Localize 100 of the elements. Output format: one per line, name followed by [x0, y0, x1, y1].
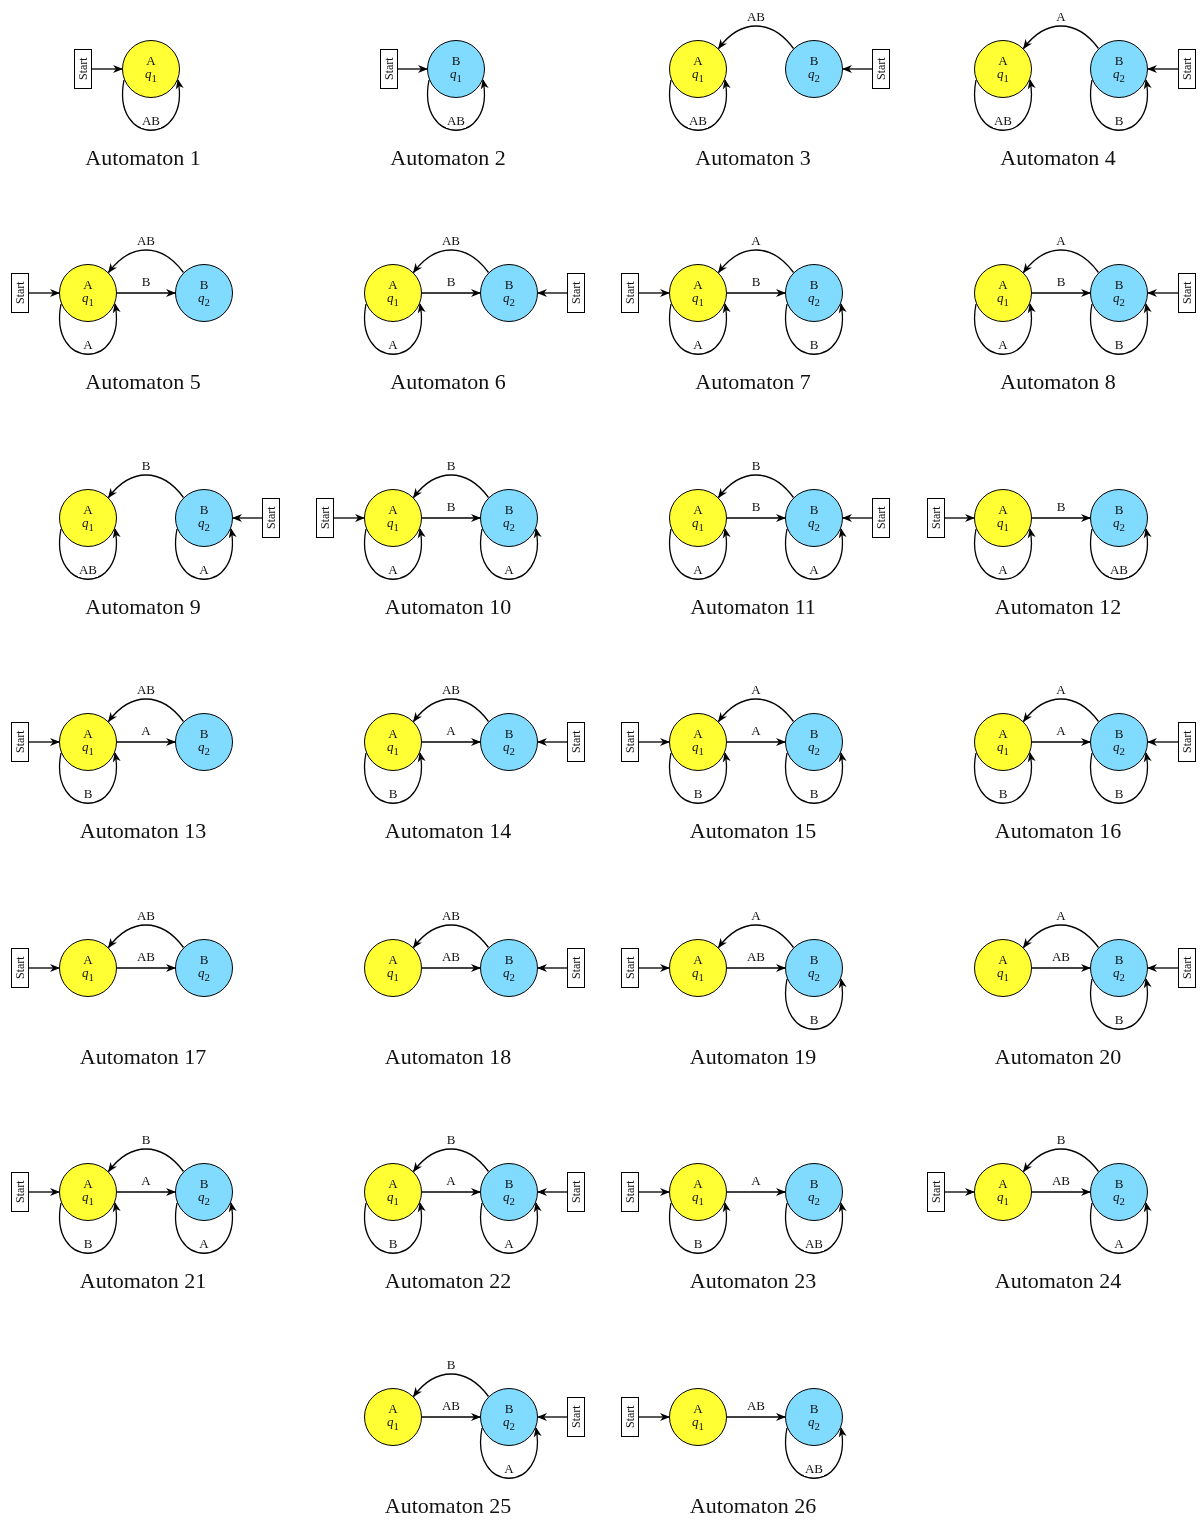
state-label: q$_{1}$ [387, 290, 399, 309]
automaton-caption: Automaton 23 [689, 1269, 817, 1293]
self-loop-arrow [784, 303, 846, 355]
state-circle [1090, 939, 1148, 997]
start-box: Start [567, 1397, 585, 1437]
state-name: A [693, 53, 703, 67]
edge-label: AB [687, 114, 709, 128]
curved-arrow [1022, 1148, 1100, 1173]
edge-label: A [997, 563, 1009, 577]
start-box: Start [11, 273, 29, 313]
state-label: q$_{2}$ [1113, 515, 1125, 534]
arrow [537, 964, 568, 972]
self-loop-arrow [1089, 303, 1151, 355]
self-loop-arrow [58, 303, 120, 355]
self-loop-arrow [973, 79, 1035, 131]
edge-label: A [503, 563, 515, 577]
automaton-caption: Automaton 6 [390, 370, 506, 394]
state-name: B [504, 277, 514, 291]
start-box: Start [872, 498, 890, 538]
edge-label: A [1113, 1237, 1125, 1251]
state-label: q$_{2}$ [808, 1414, 820, 1433]
state-name: B [809, 53, 819, 67]
state-name: A [388, 952, 398, 966]
state-name: B [1114, 1176, 1124, 1190]
self-loop-arrow [1089, 978, 1151, 1030]
edge-label: A [387, 563, 399, 577]
state-label: q$_{1}$ [692, 66, 704, 85]
state-label: q$_{1}$ [692, 1189, 704, 1208]
arrow [1147, 65, 1179, 73]
state-label: q$_{2}$ [503, 1189, 515, 1208]
start-box: Start [1178, 273, 1196, 313]
state-circle [1090, 40, 1148, 98]
edge-label: A [1055, 683, 1067, 697]
automaton-caption: Automaton 17 [79, 1045, 207, 1069]
automaton-caption: Automaton 19 [689, 1045, 817, 1069]
state-circle [669, 40, 727, 98]
edge-label: B [1055, 1133, 1067, 1147]
start-box: Start [621, 722, 639, 762]
edge-label: AB [440, 234, 462, 248]
state-label: q$_{1}$ [387, 1189, 399, 1208]
start-box: Start [872, 49, 890, 89]
edge-label: AB [803, 1462, 825, 1476]
edge-label: B [808, 1013, 820, 1027]
edge-label: B [140, 275, 152, 289]
state-circle [669, 713, 727, 771]
state-label: q$_{2}$ [808, 965, 820, 984]
arrow [638, 1188, 670, 1196]
edge-label: AB [992, 114, 1014, 128]
start-box: Start [567, 948, 585, 988]
state-label: q$_{2}$ [808, 515, 820, 534]
edge-label: AB [440, 1399, 462, 1413]
arrow [1031, 514, 1091, 522]
state-name: B [199, 726, 209, 740]
automaton-caption: Automaton 14 [384, 819, 512, 843]
state-name: A [83, 726, 93, 740]
edge-label: A [750, 234, 762, 248]
state-circle [669, 264, 727, 322]
edge-label: A [692, 563, 704, 577]
state-name: B [1114, 502, 1124, 516]
state-name: A [388, 1176, 398, 1190]
state-name: A [83, 1176, 93, 1190]
arrow [116, 1188, 176, 1196]
state-circle [59, 713, 117, 771]
self-loop-arrow [58, 752, 120, 804]
state-circle [175, 1163, 233, 1221]
self-loop-arrow [784, 1427, 846, 1479]
self-loop-arrow [973, 752, 1035, 804]
edge-label: A [1055, 10, 1067, 24]
state-label: q$_{1}$ [145, 66, 157, 85]
self-loop-arrow [1089, 528, 1151, 580]
state-label: q$_{2}$ [1113, 739, 1125, 758]
edge-label: AB [440, 950, 462, 964]
self-loop-arrow [1089, 752, 1151, 804]
state-label: q$_{1}$ [997, 290, 1009, 309]
edge-label: AB [803, 1237, 825, 1251]
state-label: q$_{2}$ [808, 290, 820, 309]
start-box: Start [11, 1172, 29, 1212]
edge-label: B [140, 459, 152, 473]
edge-label: AB [140, 114, 162, 128]
edge-label: AB [1108, 563, 1130, 577]
curved-arrow [717, 698, 795, 723]
edge-label: A [503, 1462, 515, 1476]
edge-label: A [140, 1174, 152, 1188]
edge-label: A [140, 724, 152, 738]
state-circle [175, 489, 233, 547]
state-name: A [998, 1176, 1008, 1190]
state-name: A [998, 53, 1008, 67]
self-loop-arrow [363, 1202, 425, 1254]
edge-label: B [1113, 114, 1125, 128]
arrow [421, 289, 481, 297]
arrow [944, 1188, 975, 1196]
state-name: A [693, 277, 703, 291]
state-label: q$_{1}$ [692, 739, 704, 758]
edge-label: B [750, 459, 762, 473]
curved-arrow [107, 698, 185, 723]
arrow [421, 514, 481, 522]
curved-arrow [717, 474, 795, 499]
edge-label: B [997, 787, 1009, 801]
edge-label: AB [745, 1399, 767, 1413]
automaton-caption: Automaton 16 [994, 819, 1122, 843]
